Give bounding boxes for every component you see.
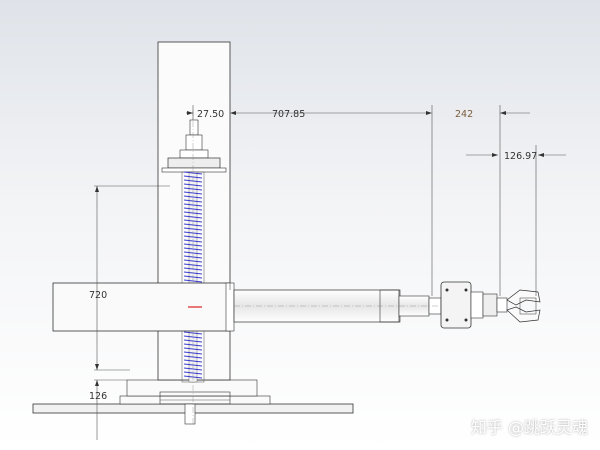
dim-242: 242 — [455, 109, 473, 120]
dim-27-50: 27.50 — [197, 109, 224, 120]
watermark: 知乎 @跳跃灵魂 — [470, 418, 588, 437]
dim-126: 126 — [89, 391, 107, 402]
gripper-assembly — [440, 281, 541, 329]
dimension-lines — [94, 105, 566, 440]
vertical-column — [157, 41, 231, 425]
dim-707-85: 707.85 — [272, 109, 305, 120]
dim-720: 720 — [89, 290, 107, 301]
carriage-block — [52, 282, 235, 332]
telescopic-arm — [233, 289, 442, 323]
dimension-arrows — [95, 111, 544, 386]
dim-126-97: 126.97 — [504, 151, 537, 162]
